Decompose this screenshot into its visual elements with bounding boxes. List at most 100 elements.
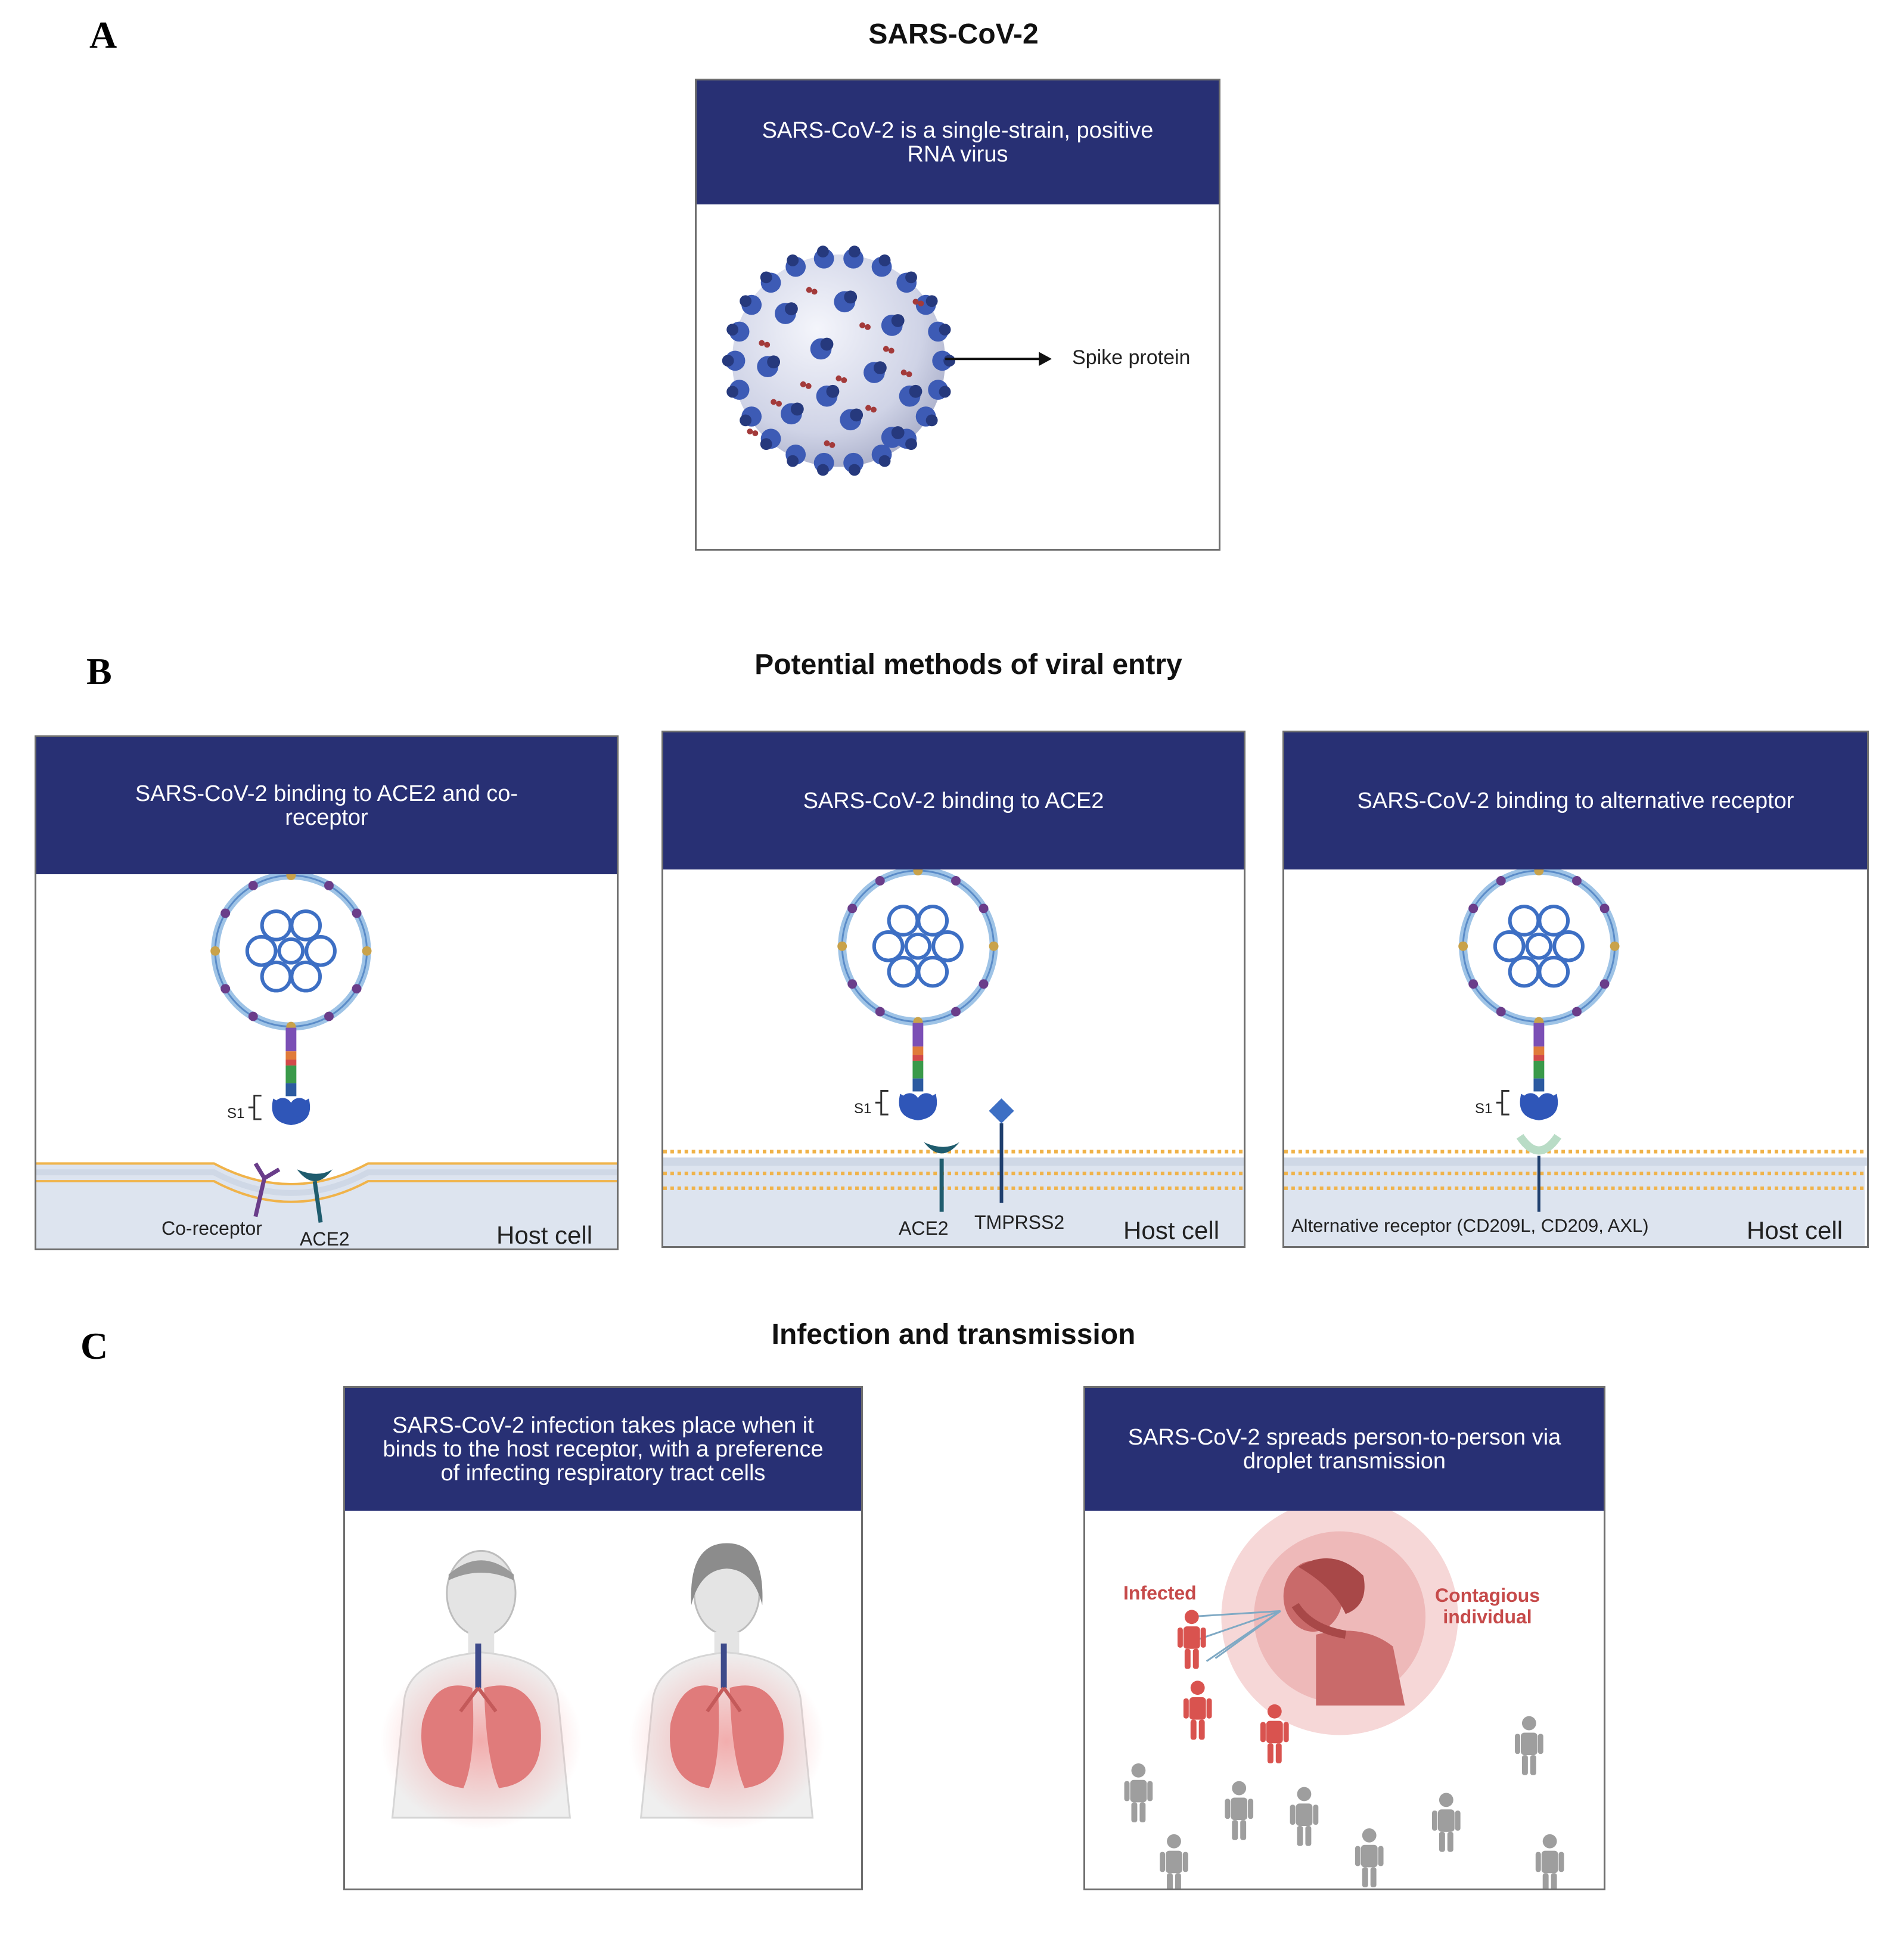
spike-protein — [726, 380, 750, 400]
spike-protein — [840, 408, 864, 431]
healthy-person — [1431, 1793, 1461, 1852]
spike-protein — [757, 355, 781, 377]
cell-membrane — [36, 1180, 617, 1203]
entry-ace2-coreceptor-box: SARS-CoV-2 binding to ACE2 and co-recept… — [35, 735, 619, 1250]
tmprss2-protein — [989, 1098, 1014, 1124]
envelope-protein — [352, 908, 362, 918]
spike-protein — [843, 246, 864, 269]
rna-dot — [824, 440, 830, 446]
spike-protein — [810, 337, 834, 360]
spike-segment — [285, 1065, 297, 1083]
rna-dot — [900, 369, 907, 376]
spike-protein — [915, 406, 938, 427]
spike-protein — [722, 350, 746, 371]
entry-alternative-receptor-header: SARS-CoV-2 binding to alternative recept… — [1284, 732, 1867, 869]
envelope-protein — [1534, 869, 1544, 875]
virus-illustration: Spike protein — [697, 204, 1219, 549]
envelope-protein — [1599, 903, 1610, 914]
s1-label: S1 — [227, 1105, 245, 1122]
droplet-transmission-illustration: Infected Contagious individual — [1085, 1511, 1604, 1889]
spike-segment — [1533, 1046, 1545, 1055]
envelope-protein — [1496, 876, 1506, 886]
spike-protein — [881, 426, 905, 448]
spike-protein — [932, 350, 956, 371]
contagious-person — [1283, 1558, 1405, 1706]
s1-bracket — [1496, 1089, 1509, 1116]
spike-protein — [740, 294, 762, 315]
rna-dot — [871, 406, 877, 413]
spike-protein — [813, 246, 834, 269]
healthy-person — [1355, 1828, 1384, 1888]
spike-protein — [785, 445, 806, 467]
spike-protein — [760, 428, 781, 451]
rna-dot — [759, 340, 765, 346]
spike-protein — [864, 361, 887, 383]
rna-dot — [918, 300, 924, 307]
male-figure — [380, 1549, 582, 1830]
healthy-person — [1515, 1716, 1543, 1775]
panel-a-letter: A — [89, 14, 117, 56]
cell-membrane — [36, 1162, 617, 1185]
panel-a-title: SARS-CoV-2 — [868, 18, 1039, 50]
droplet-line — [1185, 1610, 1281, 1618]
transmission-header: SARS-CoV-2 spreads person-to-person via … — [1085, 1388, 1604, 1511]
rna-dot — [912, 299, 919, 305]
spike-protein — [740, 406, 762, 427]
envelope-protein — [1599, 979, 1610, 989]
envelope-protein — [286, 874, 296, 880]
entry-ace2-coreceptor-illustration: S1 Co-receptor ACE2 Host cell — [36, 874, 617, 1248]
spike-protein — [813, 452, 834, 476]
envelope-protein — [837, 941, 847, 951]
ace2-label: ACE2 — [300, 1228, 350, 1250]
rna-dot — [747, 428, 753, 434]
entry-alternative-receptor-illustration: S1 Alternative receptor (CD209L, CD209, … — [1284, 869, 1867, 1246]
spike-protein — [785, 254, 806, 277]
envelope-protein — [324, 881, 334, 890]
host-cell-label: Host cell — [1747, 1216, 1843, 1244]
infected-person — [1260, 1704, 1289, 1763]
healthy-person — [1290, 1787, 1319, 1846]
envelope-protein — [979, 979, 989, 989]
spike-protein — [881, 314, 905, 336]
envelope-protein — [951, 1007, 961, 1017]
droplet-line — [1194, 1610, 1281, 1642]
rna-dot — [906, 371, 912, 377]
entry-ace2-box: SARS-CoV-2 binding to ACE2 S1 ACE2 TMPRS… — [661, 731, 1245, 1248]
alternative-receptor-label: Alternative receptor (CD209L, CD209, AXL… — [1291, 1215, 1649, 1236]
spike-protein — [915, 294, 938, 315]
spike-protein — [781, 402, 804, 425]
spike-protein — [834, 290, 858, 313]
healthy-person — [1225, 1781, 1254, 1840]
envelope-protein — [324, 1011, 334, 1021]
s1-label: S1 — [1475, 1101, 1493, 1117]
rna-genome — [245, 909, 337, 993]
rna-dot — [859, 322, 866, 328]
envelope-protein — [979, 903, 989, 914]
spike-protein — [899, 384, 923, 407]
rna-dot — [835, 375, 842, 381]
rna-dot — [811, 288, 818, 295]
panel-b-letter: B — [86, 650, 112, 692]
host-cell — [1284, 1164, 1865, 1246]
droplet-line — [1215, 1610, 1281, 1659]
entry-alternative-receptor-box: SARS-CoV-2 binding to alternative recept… — [1282, 731, 1869, 1248]
coreceptor-protein — [253, 1162, 281, 1217]
spike-segment — [912, 1078, 924, 1092]
envelope-protein — [847, 903, 858, 914]
panel-b-title: Potential methods of viral entry — [754, 649, 1182, 681]
healthy-person — [1124, 1763, 1153, 1823]
spike-protein — [871, 254, 892, 277]
infected-person — [1183, 1681, 1212, 1740]
spike-protein — [760, 271, 781, 293]
rna-dot — [865, 324, 871, 330]
rna-dot — [888, 347, 894, 354]
s1-bracket — [875, 1089, 889, 1116]
spike-segment — [1533, 1023, 1545, 1047]
rna-dot — [829, 442, 835, 448]
spike-segment — [285, 1051, 297, 1060]
entry-ace2-illustration: S1 ACE2 TMPRSS2 Host cell — [663, 869, 1244, 1246]
envelope-protein — [248, 881, 258, 890]
spike-protein-label: Spike protein — [1072, 346, 1191, 369]
panel-c-title: Infection and transmission — [771, 1319, 1136, 1350]
envelope-protein — [1468, 903, 1479, 914]
